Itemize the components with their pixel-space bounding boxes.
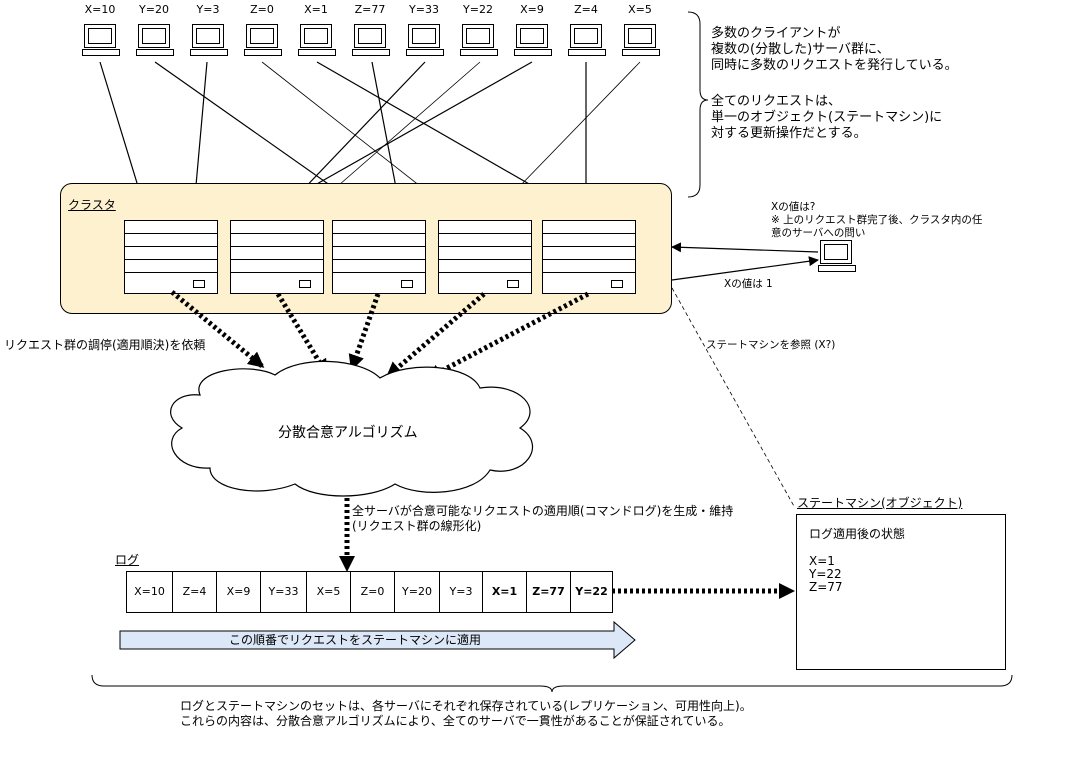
query-arrow xyxy=(671,242,819,253)
apply-arrow-shape xyxy=(119,620,636,660)
server-1 xyxy=(124,220,218,294)
client-label: Z=4 xyxy=(574,3,598,16)
log-entry: Y=3 xyxy=(440,572,483,612)
footer-line-1: ログとステートマシンのセットは、各サーバにそれぞれ保存されている(レプリケーショ… xyxy=(180,699,752,713)
client-pc-icon xyxy=(460,24,498,58)
client-label: X=5 xyxy=(628,3,652,16)
reference-label: ステートマシンを参照 (X?) xyxy=(706,339,836,351)
apply-arrow-label: この順番でリクエストをステートマシンに適用 xyxy=(228,633,481,647)
description-text-1: 多数のクライアントが 複数の(分散した)サーバ群に、 同時に多数のリクエストを発… xyxy=(711,26,958,73)
state-machine-title: ステートマシン(オブジェクト) xyxy=(797,496,963,510)
log-generation-label: 全サーバが合意可能なリクエストの適用順(コマンドログ)を生成・維持 (リクエスト… xyxy=(352,504,734,533)
query-question: Xの値は? ※ 上のリクエスト群完了後、クラスタ内の任 意のサーバへの問い xyxy=(771,201,983,239)
mediation-label: リクエスト群の調停(適用順決)を依頼 xyxy=(4,338,206,352)
log-entry: Y=33 xyxy=(261,572,307,612)
mediation-arrow-1 xyxy=(170,290,265,368)
log-entry: X=1 xyxy=(483,572,527,612)
log-label: ログ xyxy=(115,553,140,567)
client-label: X=1 xyxy=(304,3,328,16)
description-brace xyxy=(687,11,709,198)
log-entry: X=9 xyxy=(217,572,261,612)
query-answer: Xの値は 1 xyxy=(724,278,773,290)
client-label: X=10 xyxy=(84,3,116,16)
client-pc-icon xyxy=(190,24,228,58)
state-machine-heading: ログ適用後の状態 xyxy=(809,527,906,541)
consensus-cloud xyxy=(170,360,533,497)
footer-line-2: これらの内容は、分散合意アルゴリズムにより、全てのサーバで一貫性があることが保証… xyxy=(180,714,731,728)
server-4 xyxy=(438,220,532,294)
description-text-2: 全てのリクエストは、 単一のオブジェクト(ステートマシン)に 対する更新操作だと… xyxy=(711,94,943,141)
client-label: Y=3 xyxy=(196,3,220,16)
mediation-arrow-3 xyxy=(348,293,381,371)
state-value: Z=77 xyxy=(809,580,843,594)
client-pc-icon xyxy=(352,24,390,58)
client-pc-icon xyxy=(298,24,336,58)
answer-arrow xyxy=(671,256,819,281)
state-value: X=1 xyxy=(809,554,835,568)
log-entry: Y=20 xyxy=(395,572,440,612)
consensus-label: 分散合意アルゴリズム xyxy=(278,425,418,441)
server-3 xyxy=(332,220,426,294)
mediation-arrow-5 xyxy=(425,291,590,381)
client-pc-icon xyxy=(136,24,174,58)
log-entry: Z=4 xyxy=(173,572,217,612)
log-entry: X=10 xyxy=(127,572,173,612)
client-pc-icon xyxy=(622,24,660,58)
query-client-pc-icon xyxy=(818,240,856,274)
cluster-label: クラスタ xyxy=(68,198,116,212)
client-pc-icon xyxy=(244,24,282,58)
client-pc-icon xyxy=(82,24,120,58)
client-label: Z=0 xyxy=(250,3,274,16)
client-label: Y=22 xyxy=(463,3,493,16)
mediation-arrow-4 xyxy=(385,292,486,378)
client-pc-icon xyxy=(406,24,444,58)
server-5 xyxy=(542,220,636,294)
client-label: X=9 xyxy=(520,3,544,16)
client-label: Z=77 xyxy=(354,3,386,16)
state-value: Y=22 xyxy=(809,567,842,581)
client-label: Y=20 xyxy=(139,3,169,16)
reference-line xyxy=(671,287,796,509)
log-entry: Z=77 xyxy=(527,572,571,612)
log-entry: X=5 xyxy=(307,572,351,612)
client-pc-icon xyxy=(514,24,552,58)
log-entry: Y=22 xyxy=(575,585,608,598)
footer-brace xyxy=(91,674,1013,693)
log-entry: Z=0 xyxy=(351,572,395,612)
server-2 xyxy=(230,220,324,294)
client-label: Y=33 xyxy=(409,3,439,16)
client-pc-icon xyxy=(568,24,606,58)
